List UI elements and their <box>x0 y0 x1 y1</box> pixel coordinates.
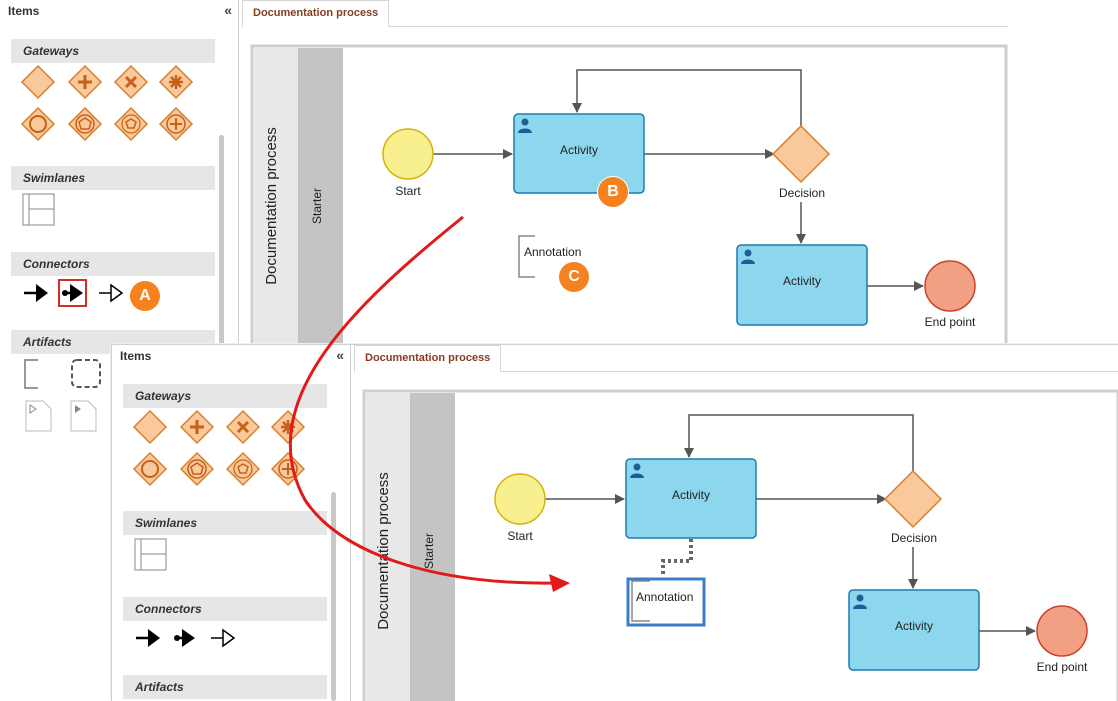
complex-gateway-icon[interactable] <box>270 409 306 445</box>
group-artifact-icon[interactable] <box>71 359 101 388</box>
message-flow-icon[interactable] <box>174 629 195 647</box>
user-icon <box>853 594 867 609</box>
swimlane-palette <box>134 538 167 571</box>
sequence-flow-icon[interactable] <box>24 284 48 302</box>
exclusive-gateway-icon[interactable] <box>20 64 56 100</box>
selection-box <box>626 577 706 627</box>
user-icon <box>518 118 532 133</box>
decision-gateway[interactable] <box>771 124 831 184</box>
lane-label: Starter <box>310 188 324 224</box>
swimlane-palette <box>22 193 55 226</box>
flow-decision-loop[interactable] <box>684 414 914 471</box>
pool-label: Documentation process <box>375 472 392 630</box>
section-connectors[interactable]: Connectors <box>11 252 215 276</box>
activity-task[interactable]: Activity <box>625 458 757 539</box>
connector-palette <box>136 628 236 648</box>
annotation-artifact-icon[interactable] <box>24 359 38 389</box>
decision-gateway[interactable] <box>883 469 943 529</box>
decision-label: Decision <box>779 186 825 200</box>
bottom-screenshot: Items « Gateways Swimlanes Connectors Ar… <box>111 344 1118 701</box>
association-connector[interactable] <box>661 539 693 577</box>
activity-task-2[interactable]: Activity <box>848 589 980 671</box>
section-gateways[interactable]: Gateways <box>11 39 215 63</box>
parallel-gateway-icon[interactable] <box>179 409 215 445</box>
connector-palette <box>24 279 124 307</box>
gateway-palette <box>20 64 194 142</box>
lane-label: Starter <box>422 533 436 569</box>
gateway-palette <box>132 409 306 487</box>
user-icon <box>630 463 644 478</box>
artifact-palette <box>24 359 101 432</box>
panel-scrollbar[interactable] <box>219 135 224 365</box>
callout-badge-c: C <box>559 262 589 292</box>
process-canvas: Documentation process Starter Start Acti… <box>362 389 1118 701</box>
collapse-panel-icon[interactable]: « <box>224 2 232 18</box>
pentagon-gateway-icon[interactable] <box>113 106 149 142</box>
end-label: End point <box>925 315 976 329</box>
exclusive-event-gateway-icon[interactable] <box>67 106 103 142</box>
activity2-label: Activity <box>783 274 821 288</box>
items-panel-title: Items <box>120 349 152 363</box>
parallel-event-gateway-icon[interactable] <box>158 106 194 142</box>
tab-documentation-process[interactable]: Documentation process <box>242 0 390 27</box>
end-event[interactable] <box>924 260 976 312</box>
message-flow-icon[interactable] <box>58 279 87 307</box>
section-swimlanes[interactable]: Swimlanes <box>11 166 215 190</box>
flow-decision-loop[interactable] <box>572 69 802 126</box>
data-input-icon[interactable] <box>25 400 52 432</box>
activity-label: Activity <box>672 488 710 502</box>
parallel-gateway-icon[interactable] <box>67 64 103 100</box>
annotation-label: Annotation <box>636 590 693 604</box>
swimlane-icon[interactable] <box>134 538 167 571</box>
activity-task-2[interactable]: Activity <box>736 244 868 326</box>
section-gateways[interactable]: Gateways <box>123 384 327 408</box>
pool-label: Documentation process <box>263 127 280 285</box>
pentagon-gateway-icon[interactable] <box>225 451 261 487</box>
end-event[interactable] <box>1036 605 1088 657</box>
swimlane-icon[interactable] <box>22 193 55 226</box>
exclusive-event-gateway-icon[interactable] <box>179 451 215 487</box>
parallel-event-gateway-icon[interactable] <box>270 451 306 487</box>
end-label: End point <box>1037 660 1088 674</box>
start-label: Start <box>507 529 533 543</box>
section-artifacts[interactable]: Artifacts <box>123 675 327 699</box>
items-panel-title: Items <box>8 4 40 18</box>
callout-badge-b: B <box>598 177 628 207</box>
collapse-panel-icon[interactable]: « <box>336 347 344 363</box>
xor-gateway-icon[interactable] <box>113 64 149 100</box>
start-label: Start <box>395 184 421 198</box>
activity-label: Activity <box>560 143 598 157</box>
event-gateway-icon[interactable] <box>132 451 168 487</box>
complex-gateway-icon[interactable] <box>158 64 194 100</box>
association-icon[interactable] <box>99 283 124 303</box>
section-connectors[interactable]: Connectors <box>123 597 327 621</box>
activity2-label: Activity <box>895 619 933 633</box>
tab-bar: Documentation process <box>242 0 1008 27</box>
items-panel: Items « Gateways Swimlanes Connectors Ar… <box>112 345 351 701</box>
user-icon <box>741 249 755 264</box>
text-annotation-selected[interactable]: Annotation <box>626 577 706 627</box>
start-event[interactable] <box>494 473 546 525</box>
pool-border <box>362 389 1118 701</box>
callout-badge-a: A <box>130 281 160 311</box>
association-icon[interactable] <box>211 628 236 648</box>
xor-gateway-icon[interactable] <box>225 409 261 445</box>
tab-bar: Documentation process <box>354 345 1118 372</box>
section-swimlanes[interactable]: Swimlanes <box>123 511 327 535</box>
sequence-flow-icon[interactable] <box>136 629 160 647</box>
items-panel: Items « Gateways Swimlanes Connectors A … <box>0 0 239 445</box>
data-output-icon[interactable] <box>70 400 97 432</box>
annotation-label: Annotation <box>524 245 581 259</box>
event-gateway-icon[interactable] <box>20 106 56 142</box>
decision-label: Decision <box>891 531 937 545</box>
tab-documentation-process[interactable]: Documentation process <box>354 345 502 372</box>
panel-scrollbar[interactable] <box>331 492 336 701</box>
start-event[interactable] <box>382 128 434 180</box>
activity-task[interactable]: Activity <box>513 113 645 194</box>
exclusive-gateway-icon[interactable] <box>132 409 168 445</box>
